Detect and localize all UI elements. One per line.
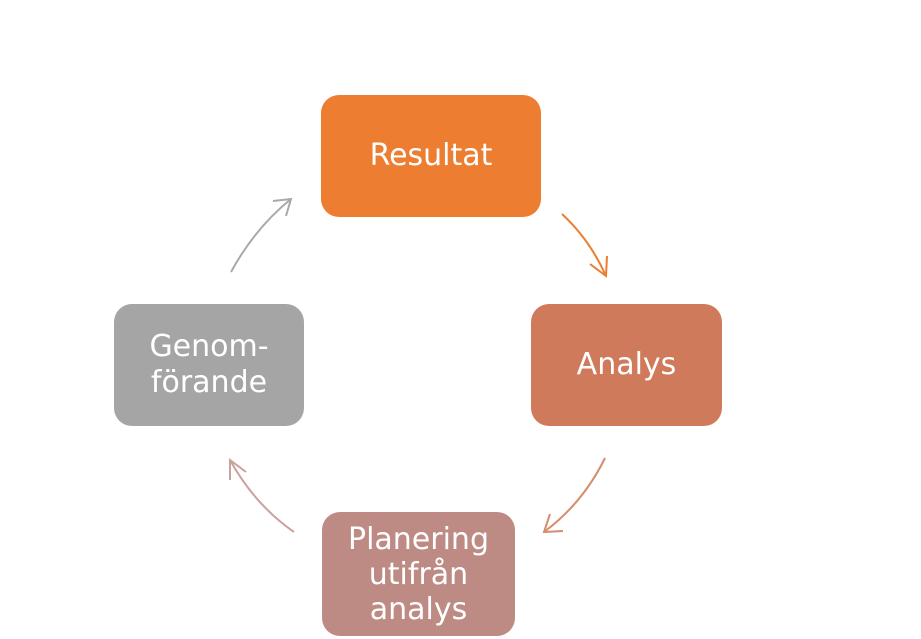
arrow-planering-to-genomforande-line [229,459,295,533]
arrow-resultat-to-analys-head [589,255,608,278]
node-resultat-label: Resultat [369,138,493,173]
node-planering-label: Planering utifrån analys [348,522,489,627]
node-planering: Planering utifrån analys [322,512,515,636]
arrow-analys-to-planering [542,457,606,534]
arrow-planering-to-genomforande [229,458,295,533]
node-planering-line-2: utifrån [368,556,469,592]
node-genomforande-line-1: Genom- [149,329,269,364]
arrow-analys-to-planering-head [542,513,564,534]
arrow-genomforande-to-resultat-head [272,197,293,217]
node-resultat: Resultat [321,95,541,217]
arrow-resultat-to-analys [561,213,608,278]
arrow-analys-to-planering-line [543,457,606,533]
node-genomforande-line-2: förande [150,365,268,400]
node-genomforande-label: Genom- förande [149,329,268,401]
node-planering-line-3: analys [369,591,468,627]
node-planering-line-1: Planering [347,521,489,557]
arrow-genomforande-to-resultat [230,197,293,273]
arrow-planering-to-genomforande-head [229,458,247,480]
arrow-resultat-to-analys-line [561,213,607,277]
arrow-genomforande-to-resultat-line [230,198,292,273]
node-analys-label: Analys [576,347,677,382]
node-analys: Analys [531,304,722,426]
node-genomforande: Genom- förande [114,304,304,426]
